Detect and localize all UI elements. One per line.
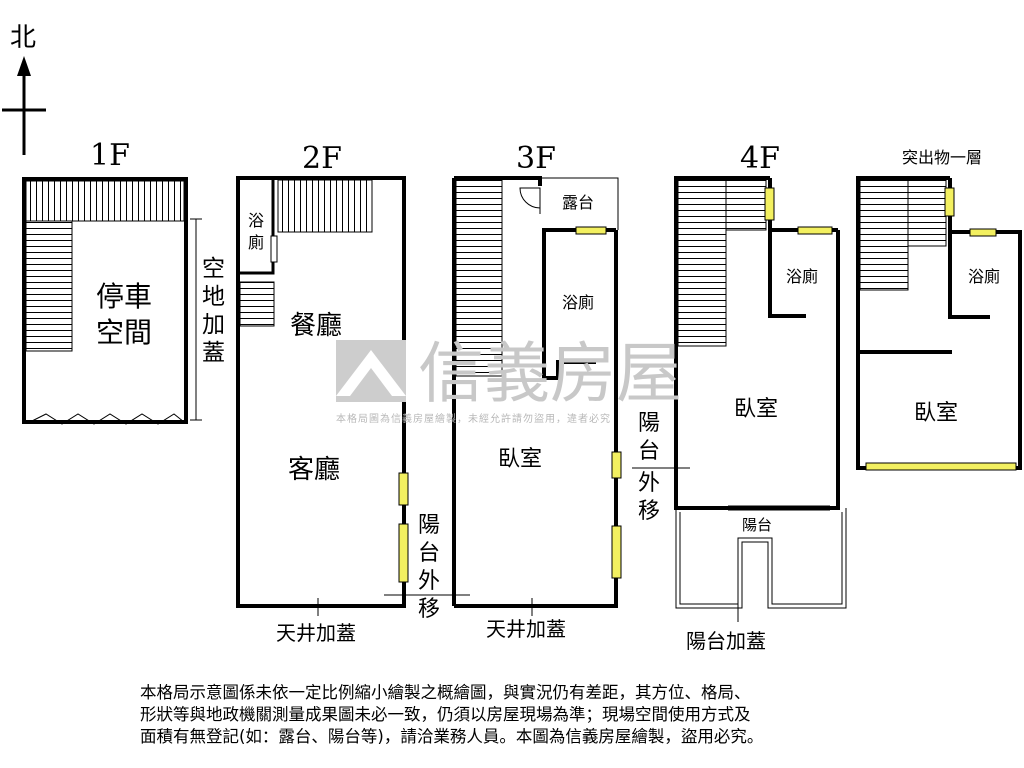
watermark-brand: 信義房屋 xyxy=(418,335,682,412)
balcony-4f-outline xyxy=(675,508,847,609)
window-2f-a xyxy=(398,472,409,506)
room-bath-roof: 浴廁 xyxy=(968,267,1000,286)
window-roof-stair xyxy=(944,187,955,217)
room-bedroom-3f: 臥室 xyxy=(498,447,542,472)
window-3f-b xyxy=(611,525,622,579)
skylight-3f: 天井加蓋 xyxy=(486,617,566,641)
balcony-cover-4f: 陽台加蓋 xyxy=(686,629,766,653)
floor-1f-outline xyxy=(22,177,188,424)
stair-1f-left xyxy=(26,221,72,351)
balcony-move-2f-4: 移 xyxy=(418,597,440,622)
room-bath-2f-2: 廁 xyxy=(248,233,264,252)
wall-bath-3f xyxy=(542,228,616,380)
disclaimer: 本格局示意圖係未依一定比例縮小繪製之概繪圖，與實況仍有差距，其方位、格局、 形狀… xyxy=(140,682,900,748)
room-dining-2f: 餐廳 xyxy=(290,311,342,341)
floor-roof-outline xyxy=(856,176,1022,470)
floor-4f: 4F 浴廁 臥室 陽台 陽台加蓋 xyxy=(674,141,847,653)
stair-2f-left xyxy=(240,282,274,326)
balcony-move-2f-2: 台 xyxy=(418,541,440,566)
floor-roof: 突出物一層 浴廁 臥室 xyxy=(856,148,1022,471)
window-roof-bath xyxy=(969,228,997,237)
room-bath-3f: 浴廁 xyxy=(562,293,594,312)
door-swing-3f xyxy=(519,187,541,209)
room-bath-4f: 浴廁 xyxy=(786,267,818,286)
room-parking-line2: 空間 xyxy=(96,316,152,349)
brand-logo-icon xyxy=(336,340,406,402)
stair-3f xyxy=(456,180,502,376)
room-terrace-3f: 露台 xyxy=(562,193,594,212)
stair-2f-top xyxy=(278,180,372,232)
window-4f-stair xyxy=(764,187,775,221)
balcony-move-3f-2: 台 xyxy=(638,439,660,464)
stair-1f-top xyxy=(26,181,184,221)
side-note-1: 空 xyxy=(202,256,225,282)
window-2f-b xyxy=(398,523,409,583)
stair-4f xyxy=(678,180,726,346)
balcony-move-3f-1: 陽 xyxy=(638,411,660,436)
stair-roof xyxy=(860,180,908,290)
north-compass: 北 xyxy=(2,23,46,155)
side-note-2: 地 xyxy=(202,284,225,310)
watermark-notice: 本格局圖為信義房屋繪製，未經允許請勿盜用，違者必究 xyxy=(336,412,611,425)
balcony-move-3f-4: 移 xyxy=(638,499,660,524)
room-bath-2f-1: 浴 xyxy=(248,211,264,230)
stair-4f-top xyxy=(726,180,766,230)
floor-label-roof: 突出物一層 xyxy=(902,148,982,167)
balcony-move-3f-3: 外 xyxy=(638,471,660,496)
disclaimer-line-2: 形狀等與地政機關測量成果圖未必一致，仍須以房屋現場為準；現場空間使用方式及 xyxy=(140,705,751,724)
window-3f-bath xyxy=(575,226,607,235)
floor-label-2f: 2F xyxy=(302,141,342,176)
side-note-4: 蓋 xyxy=(202,340,225,366)
stair-roof-top xyxy=(908,180,946,246)
skylight-2f: 天井加蓋 xyxy=(276,621,356,645)
brand-watermark: 信義房屋 本格局圖為信義房屋繪製，未經允許請勿盜用，違者必究 xyxy=(336,335,682,425)
room-bedroom-roof: 臥室 xyxy=(914,401,958,426)
room-living-2f: 客廳 xyxy=(288,455,340,485)
room-bedroom-4f: 臥室 xyxy=(734,397,778,422)
room-parking-line1: 停車 xyxy=(96,280,152,313)
disclaimer-line-1: 本格局示意圖係未依一定比例縮小繪製之概繪圖，與實況仍有差距，其方位、格局、 xyxy=(140,683,751,702)
balcony-move-2f-1: 陽 xyxy=(418,513,440,538)
floor-label-4f: 4F xyxy=(740,141,780,176)
balcony-move-2f-3: 外 xyxy=(418,569,440,594)
floor-label-3f: 3F xyxy=(516,141,556,176)
disclaimer-line-3: 面積有無登記(如：露台、陽台等)，請洽業務人員。本圖為信義房屋繪製，盜用必究。 xyxy=(140,727,764,746)
terrace-3f-outline xyxy=(540,177,619,230)
north-arrow-icon xyxy=(17,56,31,76)
floor-label-1f: 1F xyxy=(90,138,130,173)
door-bath-2f xyxy=(270,235,278,263)
room-balcony-4f: 陽台 xyxy=(742,516,772,534)
window-4f-bath xyxy=(797,226,833,235)
window-roof-bottom xyxy=(865,462,1017,471)
wall-bath-roof xyxy=(948,178,1020,234)
wall-bath-2f xyxy=(240,180,275,275)
folding-door-1f xyxy=(29,413,185,425)
wall-bath-4f xyxy=(768,178,838,232)
north-label: 北 xyxy=(10,23,36,53)
side-note-3: 加 xyxy=(202,312,225,338)
floor-1f: 1F 停車 空間 空 地 加 蓋 xyxy=(22,138,225,425)
floor-3f: 3F 露台 浴廁 臥室 天井加蓋 陽 台 外 移 xyxy=(452,141,690,641)
window-3f-a xyxy=(611,451,622,479)
